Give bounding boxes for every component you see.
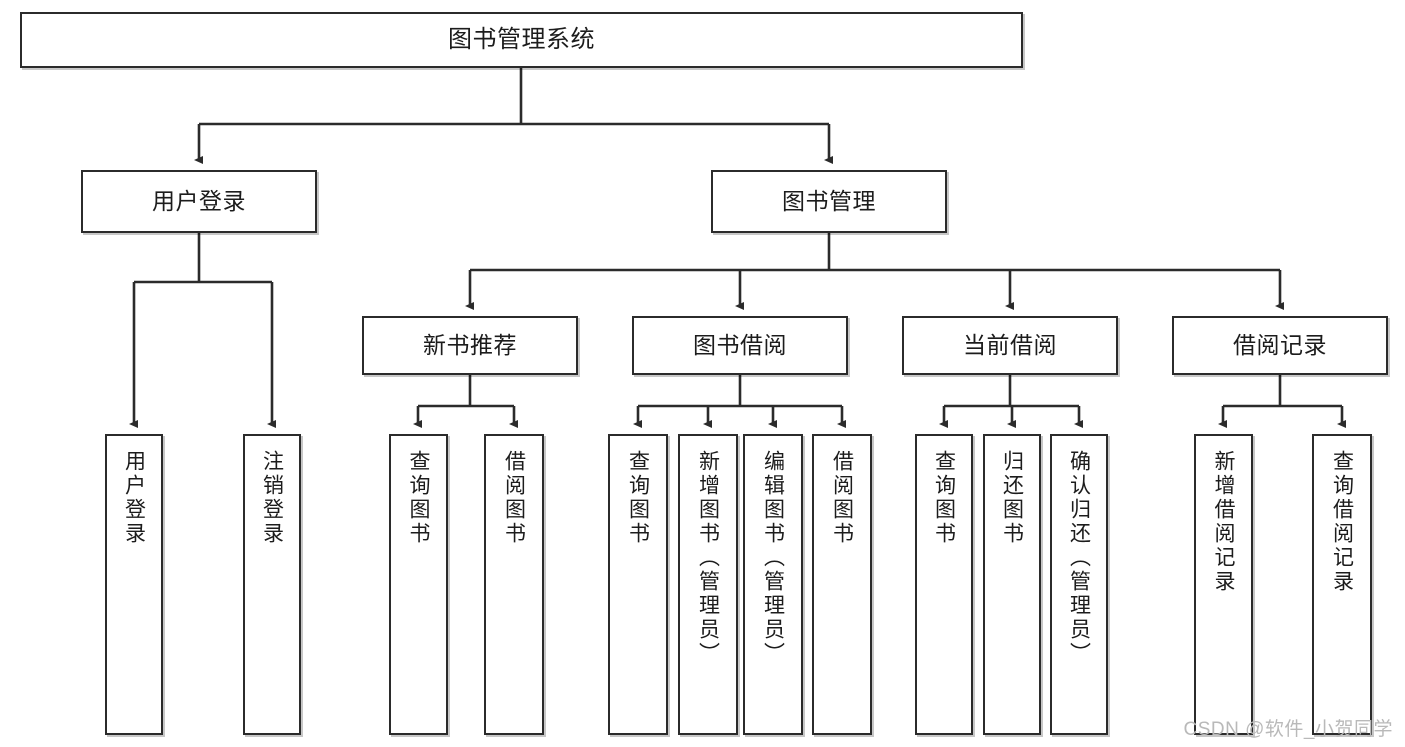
watermark-text: CSDN @软件_小贺同学 (1183, 719, 1393, 740)
node-leaf-rec-borrow-book[interactable]: 借阅图书 (484, 434, 544, 735)
node-leaf-borrow-add-book-label: 新增图书（管理员） (696, 450, 720, 666)
node-user-login-label: 用户登录 (152, 188, 246, 215)
node-leaf-cur-query-book-label: 查询图书 (932, 450, 956, 546)
node-book-manage-label: 图书管理 (782, 188, 876, 215)
node-leaf-borrow-borrow-book[interactable]: 借阅图书 (812, 434, 872, 735)
node-leaf-borrow-query-book[interactable]: 查询图书 (608, 434, 668, 735)
node-new-book-recommend-label: 新书推荐 (423, 332, 517, 359)
node-leaf-rec-add-record-label: 新增借阅记录 (1212, 450, 1235, 594)
node-leaf-cur-confirm-return[interactable]: 确认归还（管理员） (1050, 434, 1108, 735)
node-leaf-rec-query-record-label: 查询借阅记录 (1330, 450, 1354, 594)
node-leaf-cur-return-book-label: 归还图书 (1000, 450, 1024, 546)
node-leaf-user-login-label: 用户登录 (122, 450, 146, 546)
node-root[interactable]: 图书管理系统 (20, 12, 1023, 68)
node-leaf-rec-query-book-label: 查询图书 (407, 450, 430, 546)
node-leaf-rec-query-record[interactable]: 查询借阅记录 (1312, 434, 1372, 735)
node-book-borrow-label: 图书借阅 (693, 332, 787, 359)
node-book-manage[interactable]: 图书管理 (711, 170, 947, 233)
node-leaf-cur-confirm-return-label: 确认归还（管理员） (1067, 450, 1091, 666)
node-new-book-recommend[interactable]: 新书推荐 (362, 316, 578, 375)
node-leaf-rec-query-book[interactable]: 查询图书 (389, 434, 448, 735)
node-leaf-borrow-edit-book-label: 编辑图书（管理员） (761, 450, 785, 666)
node-current-borrow-label: 当前借阅 (963, 332, 1057, 359)
node-leaf-cur-query-book[interactable]: 查询图书 (915, 434, 973, 735)
node-leaf-borrow-query-book-label: 查询图书 (626, 450, 650, 546)
node-borrow-record-label: 借阅记录 (1233, 332, 1327, 359)
node-leaf-rec-add-record[interactable]: 新增借阅记录 (1194, 434, 1253, 735)
node-book-borrow[interactable]: 图书借阅 (632, 316, 848, 375)
node-leaf-user-logout[interactable]: 注销登录 (243, 434, 301, 735)
node-borrow-record[interactable]: 借阅记录 (1172, 316, 1388, 375)
node-leaf-user-logout-label: 注销登录 (260, 450, 284, 546)
node-root-label: 图书管理系统 (448, 26, 595, 54)
node-leaf-user-login[interactable]: 用户登录 (105, 434, 163, 735)
node-user-login[interactable]: 用户登录 (81, 170, 317, 233)
node-leaf-borrow-edit-book[interactable]: 编辑图书（管理员） (743, 434, 803, 735)
node-leaf-borrow-borrow-book-label: 借阅图书 (830, 450, 854, 546)
node-leaf-cur-return-book[interactable]: 归还图书 (983, 434, 1041, 735)
node-current-borrow[interactable]: 当前借阅 (902, 316, 1118, 375)
node-leaf-rec-borrow-book-label: 借阅图书 (502, 450, 526, 546)
node-leaf-borrow-add-book[interactable]: 新增图书（管理员） (678, 434, 738, 735)
